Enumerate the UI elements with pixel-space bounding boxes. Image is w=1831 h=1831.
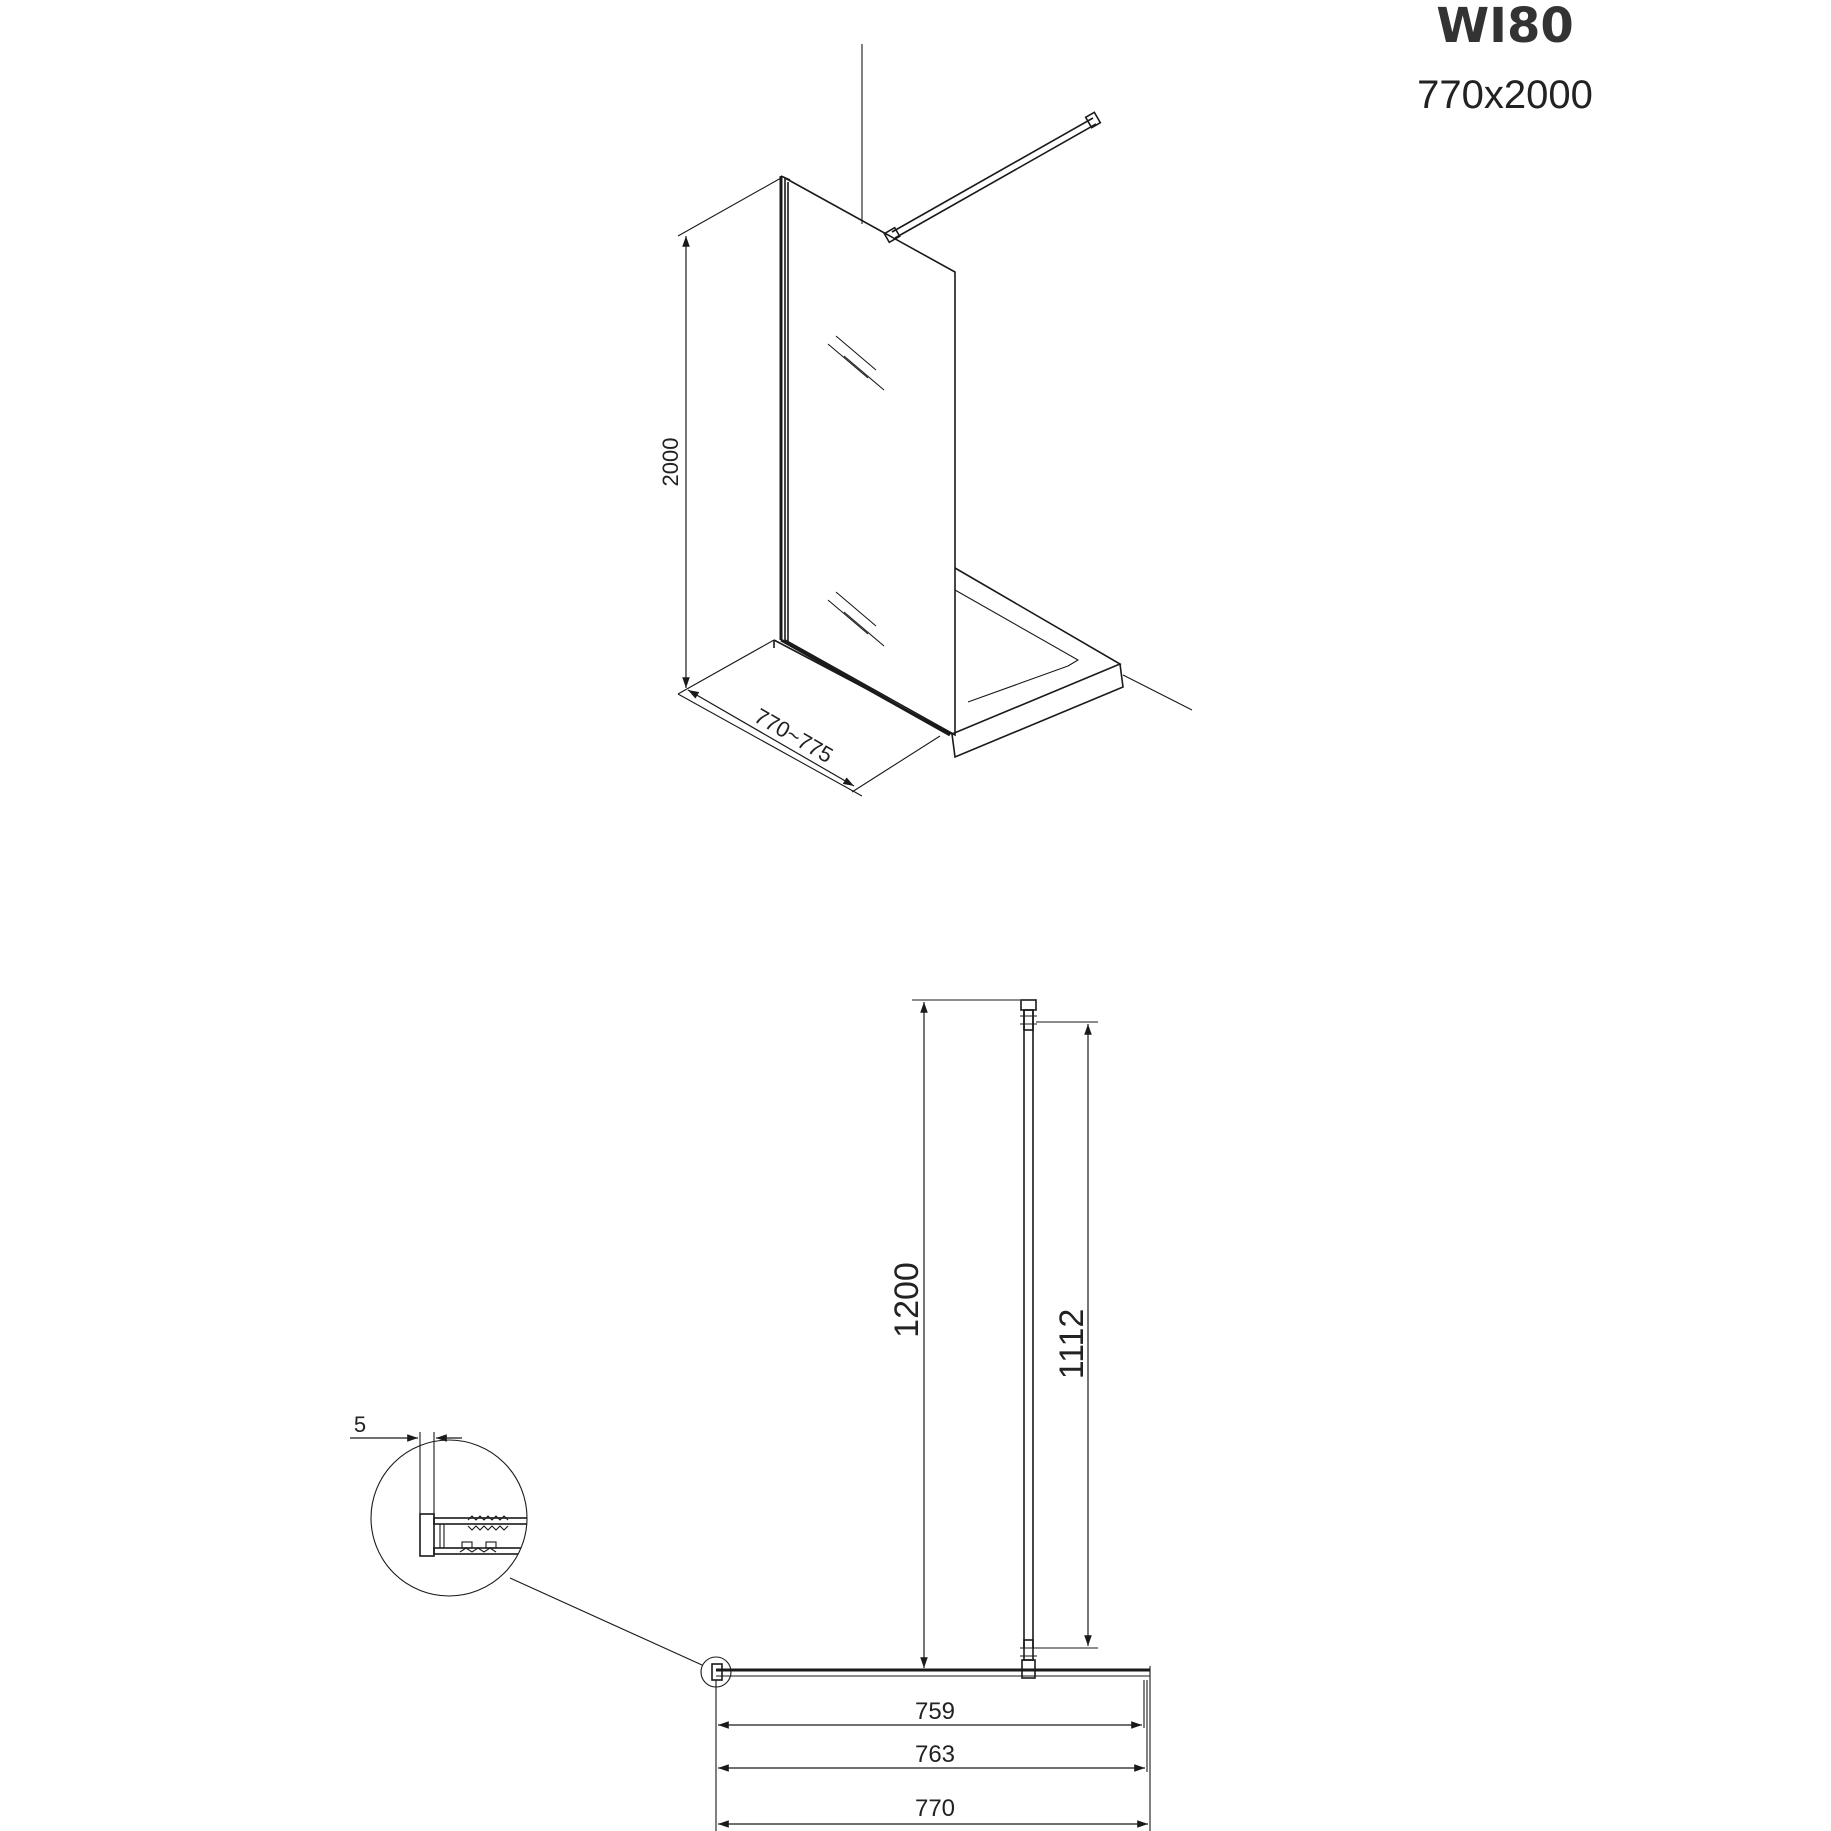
glass-panel [779,175,956,737]
size-subtitle: 770x2000 [1417,73,1593,117]
bar-length-label: 1200 [888,1262,926,1338]
bar-inner-label: 1112 [1053,1309,1091,1380]
detail-marker-circle [700,1656,732,1688]
plan-support-bar [1020,999,1037,1679]
plan-glass-panel [711,1663,1151,1681]
detail-gap-label: 5 [354,1412,366,1437]
dim-759-label: 759 [915,1698,955,1725]
bar-inner-dimension: 1112 [1036,1021,1098,1649]
dim-770-label: 770 [915,1795,955,1822]
model-title: WI80 [1436,0,1574,54]
support-bar [883,111,1102,244]
plan-view: 1200 1112 759 763 770 [350,999,1151,1831]
dim-763-label: 763 [915,1741,955,1768]
detail-leader-line [509,1577,703,1666]
detail-profile [419,1513,527,1557]
height-dimension: 2000 [658,177,782,695]
bar-length-dimension: 1200 [888,999,1020,1671]
shower-tray [773,567,1193,759]
detail-callout: 5 [350,1412,732,1688]
isometric-view: 2000 770~775 [658,44,1193,797]
glass-reflection-marks [827,335,885,647]
bottom-dimensions: 759 763 770 [715,1680,1151,1831]
height-dimension-label: 2000 [658,438,683,487]
